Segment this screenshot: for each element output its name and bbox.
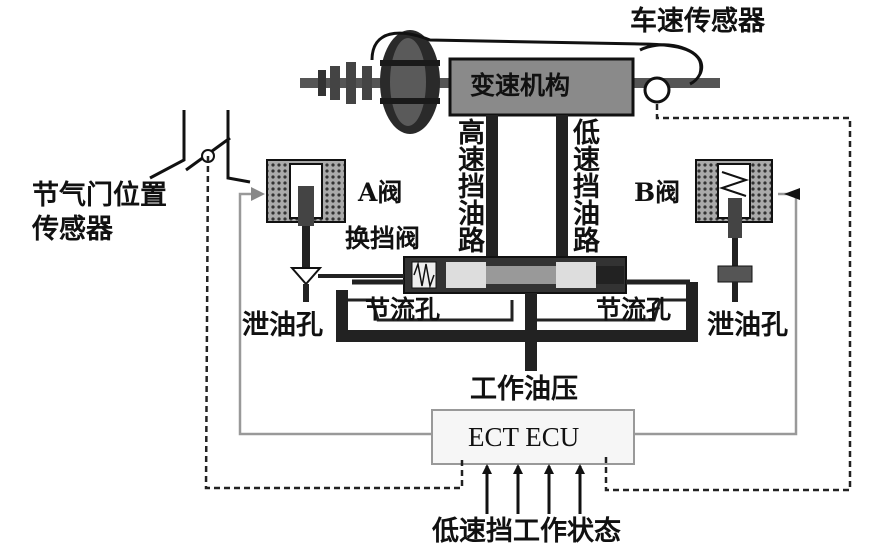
signal-lines [204,104,852,492]
throttle-sensor-label-line1: 节气门位置 [32,180,167,211]
pressure-manifold [336,282,698,371]
drain-hole-right-label: 泄油孔 [707,310,788,341]
torque-converter [380,30,440,134]
orifice-right-label: 节流孔 [596,295,672,324]
orifice-left-label: 节流孔 [365,295,441,324]
high-gear-line-label: 高速挡油路 [453,118,484,253]
speed-sensor-cable [370,31,703,75]
ecu-label: ECT ECU [468,422,580,452]
valve-b-label: B阀 [634,178,681,207]
input-arrows [482,464,585,514]
low-gear-line-label: 低速挡油路 [568,118,599,253]
transmission-label: 变速机构 [470,71,571,100]
valve-a [266,159,404,302]
throttle-position-sensor [149,110,251,184]
valve-b [695,159,773,302]
ecu-box [431,409,635,465]
shift-valve-label: 换挡阀 [345,224,421,253]
high-gear-passage [486,115,498,260]
low-gear-passage [556,115,568,260]
vehicle-speed-sensor-label: 车速传感器 [630,6,765,37]
drain-hole-left-label: 泄油孔 [242,310,323,341]
low-gear-state-label: 低速挡工作状态 [432,516,621,547]
shift-valve-body [403,256,627,294]
working-pressure-label: 工作油压 [470,374,578,405]
valve-a-label: A阀 [358,178,403,207]
valve-b-arrow [784,188,800,200]
throttle-sensor-label-line2: 传感器 [32,214,113,245]
transmission-box [448,57,635,117]
